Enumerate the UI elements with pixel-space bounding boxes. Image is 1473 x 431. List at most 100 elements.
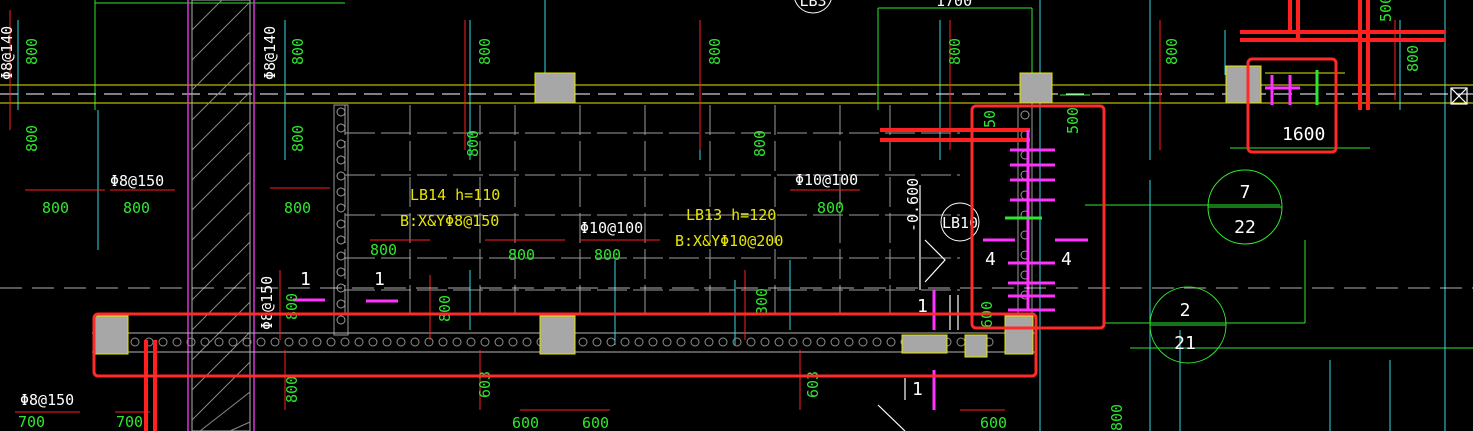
- beam-rebar-circle: [774, 337, 784, 347]
- columns: [94, 65, 1262, 358]
- dimension-value: 800: [751, 130, 769, 157]
- column-bottom-3[interactable]: [1004, 315, 1034, 355]
- dimension-value: 500: [1064, 107, 1082, 134]
- rebar-label: Φ8@140: [261, 26, 279, 80]
- slab-tag-top[interactable]: LB3: [794, 0, 832, 14]
- green-marks: [1005, 70, 1319, 220]
- section-mark: 1: [912, 379, 923, 400]
- beam-rebar-circle: [522, 337, 532, 347]
- beam-rebar-circle: [200, 337, 210, 347]
- beam-rebar-circle: [746, 337, 756, 347]
- beam-rebar-circle: [690, 337, 700, 347]
- beam-rebar-circle: [466, 337, 476, 347]
- slab-lb14-name: LB14 h=110: [410, 186, 500, 204]
- dimension-value: 800: [1108, 404, 1126, 431]
- dimension-value: 800: [289, 125, 307, 152]
- highlight-boxes[interactable]: [92, 57, 1338, 378]
- beam-rebar-circle: [424, 337, 434, 347]
- vertical-rebar-chain: [333, 104, 349, 336]
- beam-rebar-circle: [662, 337, 672, 347]
- beam-rebar-circle: [648, 337, 658, 347]
- dimension-value: 800: [508, 246, 535, 264]
- axis-bubble-top-label: 7: [1240, 182, 1251, 203]
- slab-tag-lb10[interactable]: LB10: [940, 202, 980, 242]
- slab-grid: [344, 105, 960, 315]
- dimension-value: 600: [582, 414, 609, 431]
- column-top-2[interactable]: [1019, 72, 1053, 104]
- beam-rebar-circle: [732, 337, 742, 347]
- beam-rebar-circle: [676, 337, 686, 347]
- dimension-value: 800: [23, 38, 41, 65]
- dimension-value: 800: [284, 199, 311, 217]
- dimension-value: 600: [980, 414, 1007, 431]
- beam-rebar-circle: [634, 337, 644, 347]
- beam-rebar-circle: [620, 337, 630, 347]
- beam-rebar-circle: [158, 337, 168, 347]
- beam-rebar-circle: [284, 337, 294, 347]
- section-mark: 4: [1061, 249, 1072, 270]
- beam-rebar-circle: [718, 337, 728, 347]
- dimension-value: 800: [123, 199, 150, 217]
- dimension-value: 800: [436, 295, 454, 322]
- slab-lb13-reinf: B:X&YΦ10@200: [675, 232, 783, 250]
- highlight-box-right-column[interactable]: [970, 104, 1106, 330]
- beam-rebar-circle: [886, 337, 896, 347]
- slab-tag-label: LB3: [799, 0, 826, 10]
- column-bottom-1[interactable]: [94, 315, 129, 355]
- column-bottom-2[interactable]: [539, 315, 576, 355]
- dimension-value: 700: [18, 413, 45, 431]
- axis-bubble-top-label: 2: [1180, 300, 1191, 321]
- dimension-value: 800: [464, 130, 482, 157]
- hatched-wall: [187, 0, 255, 431]
- dimension-value: 603: [476, 371, 494, 398]
- rebar-label: Φ10@100: [795, 171, 858, 189]
- dimension-value: 500: [1377, 0, 1395, 22]
- dimension-value: 800: [1163, 38, 1181, 65]
- beam-rebar-circle: [872, 337, 882, 347]
- beam-rebar-circle: [228, 337, 238, 347]
- section-mark: 1: [300, 269, 311, 290]
- beam-rebar-circle: [494, 337, 504, 347]
- beam-rebar-circle: [298, 337, 308, 347]
- beam-rebar-circle: [844, 337, 854, 347]
- column-top-1[interactable]: [534, 72, 576, 104]
- magenta-marks: [293, 75, 1300, 410]
- column-bottom-4[interactable]: [901, 334, 948, 354]
- axis-bubble-bottom-label: 22: [1234, 217, 1256, 238]
- beam-rebar-circle: [858, 337, 868, 347]
- axis-bubble-7-22[interactable]: 7 22: [1207, 169, 1283, 245]
- slab-lb14-reinf: B:X&YΦ8@150: [400, 212, 499, 230]
- highlight-box-top-right[interactable]: [1246, 57, 1338, 154]
- beam-rebar-circle: [130, 337, 140, 347]
- dimension-value: 50: [981, 110, 999, 128]
- section-mark: 1: [917, 296, 928, 317]
- axis-bubble-2-21[interactable]: 2 21: [1149, 286, 1227, 364]
- beam-rebar-circle: [382, 337, 392, 347]
- column-top-3[interactable]: [1225, 65, 1262, 104]
- beam-rebar-circle: [256, 337, 266, 347]
- beam-rebar-circle: [452, 337, 462, 347]
- beam-rebar-circle: [830, 337, 840, 347]
- dimension-value: 800: [289, 38, 307, 65]
- beam-rebar-circle: [340, 337, 350, 347]
- dimension-value: 800: [1404, 45, 1422, 72]
- highlight-box-bottom-beam[interactable]: [92, 312, 1038, 378]
- dimension-value: 800: [370, 241, 397, 259]
- beam-rebar-circle: [396, 337, 406, 347]
- dimension-value: 800: [283, 293, 301, 320]
- white-marks: [0, 87, 1473, 431]
- dimension-value: 700: [116, 413, 143, 431]
- dimension-value: 800: [23, 125, 41, 152]
- dimension-value: 300: [753, 288, 771, 315]
- rebar-label: Φ10@100: [580, 219, 643, 237]
- rebar-label: Φ8@150: [258, 276, 276, 330]
- dimension-value: 800: [706, 38, 724, 65]
- elevation-label: -0.600: [904, 178, 922, 232]
- beam-rebar-circle: [802, 337, 812, 347]
- dimension-value: 603: [804, 371, 822, 398]
- beam-rebar-circle: [410, 337, 420, 347]
- beam-rebar-circle: [956, 337, 966, 347]
- column-bottom-5[interactable]: [964, 334, 988, 358]
- dimension-lines: [94, 0, 1473, 349]
